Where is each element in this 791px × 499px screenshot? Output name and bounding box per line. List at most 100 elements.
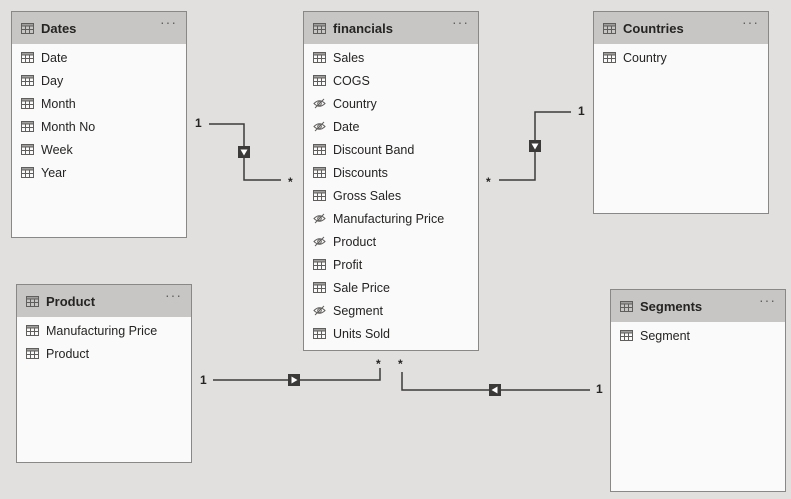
more-options-icon[interactable]: ··· bbox=[165, 287, 182, 303]
table-column-icon bbox=[313, 167, 326, 178]
field-label: Country bbox=[623, 50, 667, 65]
table-column-icon bbox=[313, 75, 326, 86]
table-column-icon bbox=[313, 328, 326, 339]
table-title: Product bbox=[46, 293, 96, 309]
field-label: Manufacturing Price bbox=[333, 211, 445, 226]
table-icon bbox=[620, 300, 633, 312]
field-row[interactable]: Segment bbox=[304, 299, 478, 322]
table-header[interactable]: Product ··· bbox=[17, 285, 191, 317]
field-row[interactable]: Discounts bbox=[304, 161, 478, 184]
direction-arrow-down-icon[interactable] bbox=[238, 146, 250, 158]
field-row[interactable]: Gross Sales bbox=[304, 184, 478, 207]
table-header[interactable]: Segments ··· bbox=[611, 290, 785, 322]
field-label: Segment bbox=[640, 328, 691, 343]
field-label: Sales bbox=[333, 50, 365, 65]
field-row[interactable]: Segment bbox=[611, 324, 785, 347]
table-title: Countries bbox=[623, 20, 684, 36]
more-options-icon[interactable]: ··· bbox=[160, 14, 177, 30]
field-row[interactable]: Date bbox=[304, 115, 478, 138]
table-card-countries[interactable]: Countries ··· Country bbox=[593, 11, 769, 214]
field-row[interactable]: Manufacturing Price bbox=[304, 207, 478, 230]
rel-line-product bbox=[213, 368, 381, 381]
direction-arrow-down-icon[interactable] bbox=[529, 140, 541, 152]
cardinality-one-label: 1 bbox=[200, 373, 207, 387]
cardinality-one-label: 1 bbox=[195, 116, 202, 130]
field-row[interactable]: Discount Band bbox=[304, 138, 478, 161]
more-options-icon[interactable]: ··· bbox=[759, 292, 776, 308]
table-header[interactable]: financials ··· bbox=[304, 12, 478, 44]
table-column-icon bbox=[21, 75, 34, 86]
table-header[interactable]: Dates ··· bbox=[12, 12, 186, 44]
table-column-icon bbox=[26, 325, 39, 336]
more-options-icon[interactable]: ··· bbox=[452, 14, 469, 30]
hidden-eye-icon bbox=[313, 236, 326, 247]
field-row[interactable]: Units Sold bbox=[304, 322, 478, 345]
table-column-icon bbox=[313, 52, 326, 63]
field-label: Discounts bbox=[333, 165, 388, 180]
field-list: Country bbox=[594, 44, 768, 69]
field-row[interactable]: Country bbox=[594, 46, 768, 69]
field-row[interactable]: COGS bbox=[304, 69, 478, 92]
field-label: Units Sold bbox=[333, 326, 390, 341]
table-column-icon bbox=[313, 190, 326, 201]
table-header[interactable]: Countries ··· bbox=[594, 12, 768, 44]
field-row[interactable]: Week bbox=[12, 138, 186, 161]
table-icon bbox=[21, 22, 34, 34]
field-label: Manufacturing Price bbox=[46, 323, 158, 338]
cardinality-one-label: 1 bbox=[596, 382, 603, 396]
table-column-icon bbox=[313, 144, 326, 155]
cardinality-many-label: * bbox=[398, 357, 403, 371]
field-row[interactable]: Product bbox=[17, 342, 191, 365]
field-label: Month No bbox=[41, 119, 96, 134]
table-column-icon bbox=[21, 121, 34, 132]
hidden-eye-icon bbox=[313, 98, 326, 109]
table-title: Dates bbox=[41, 20, 77, 36]
field-row[interactable]: Profit bbox=[304, 253, 478, 276]
table-card-segments[interactable]: Segments ··· Segment bbox=[610, 289, 786, 492]
field-label: Year bbox=[41, 165, 67, 180]
field-row[interactable]: Manufacturing Price bbox=[17, 319, 191, 342]
field-row[interactable]: Month No bbox=[12, 115, 186, 138]
field-label: Country bbox=[333, 96, 377, 111]
field-row[interactable]: Year bbox=[12, 161, 186, 184]
field-row[interactable]: Day bbox=[12, 69, 186, 92]
table-title: Segments bbox=[640, 298, 703, 314]
field-row[interactable]: Date bbox=[12, 46, 186, 69]
field-label: Month bbox=[41, 96, 76, 111]
table-column-icon bbox=[26, 348, 39, 359]
field-label: Gross Sales bbox=[333, 188, 402, 203]
field-row[interactable]: Sale Price bbox=[304, 276, 478, 299]
field-label: Product bbox=[46, 346, 90, 361]
direction-arrow-left-icon[interactable] bbox=[489, 384, 501, 396]
rel-line-segments bbox=[401, 372, 590, 391]
table-icon bbox=[603, 22, 616, 34]
table-column-icon bbox=[21, 98, 34, 109]
table-column-icon bbox=[313, 259, 326, 270]
field-row[interactable]: Product bbox=[304, 230, 478, 253]
table-title: financials bbox=[333, 20, 393, 36]
field-row[interactable]: Month bbox=[12, 92, 186, 115]
table-icon bbox=[26, 295, 39, 307]
cardinality-many-label: * bbox=[486, 175, 491, 189]
field-label: Date bbox=[333, 119, 360, 134]
field-list: Segment bbox=[611, 322, 785, 347]
hidden-eye-icon bbox=[313, 121, 326, 132]
field-label: Segment bbox=[333, 303, 384, 318]
direction-arrow-right-icon[interactable] bbox=[288, 374, 300, 386]
table-column-icon bbox=[21, 144, 34, 155]
field-row[interactable]: Country bbox=[304, 92, 478, 115]
table-column-icon bbox=[21, 52, 34, 63]
field-row[interactable]: Sales bbox=[304, 46, 478, 69]
table-column-icon bbox=[21, 167, 34, 178]
more-options-icon[interactable]: ··· bbox=[742, 14, 759, 30]
cardinality-many-label: * bbox=[288, 175, 293, 189]
table-column-icon bbox=[620, 330, 633, 341]
field-label: Day bbox=[41, 73, 64, 88]
